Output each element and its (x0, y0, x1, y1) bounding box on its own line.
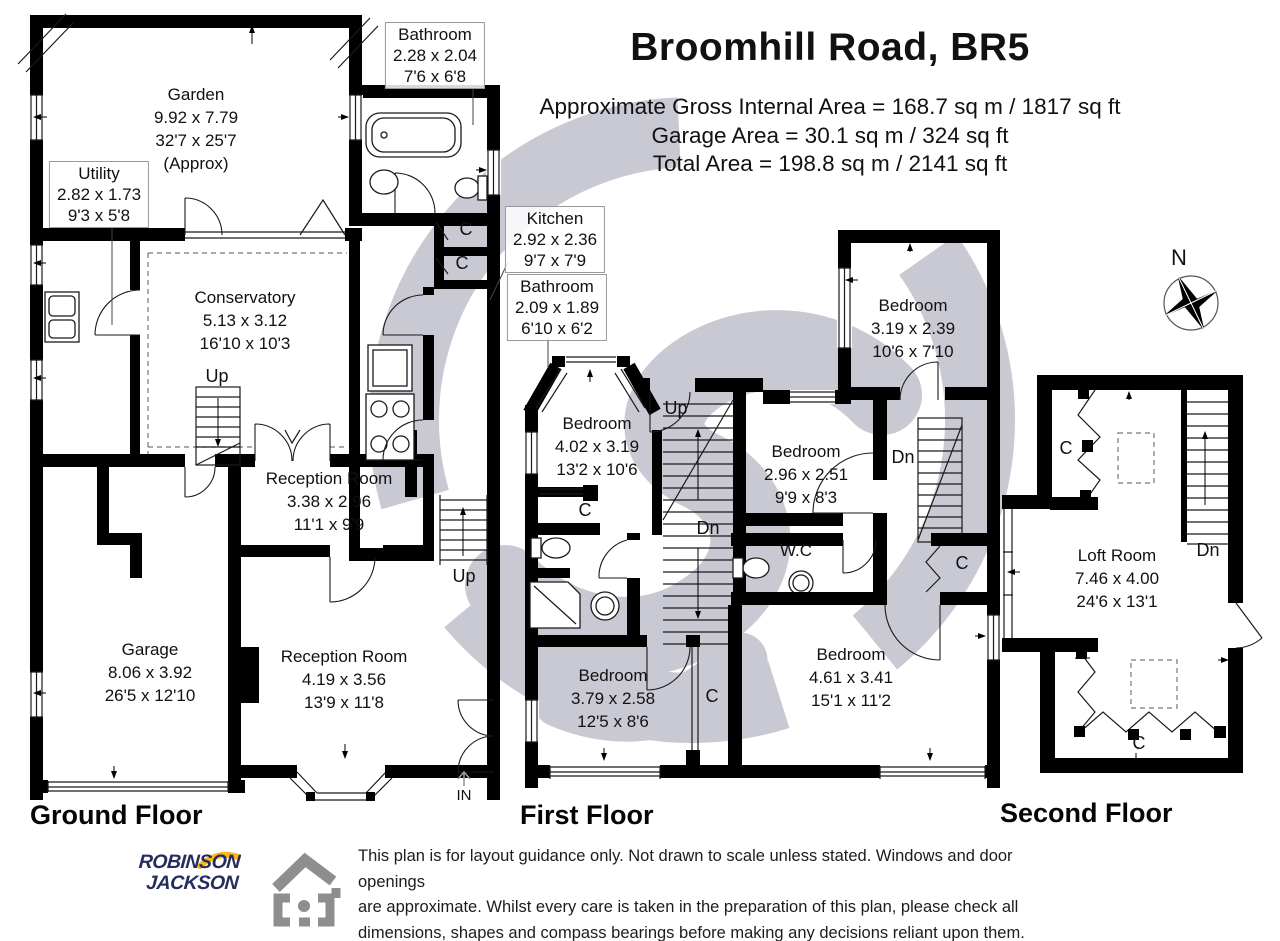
closet-label: C (459, 219, 473, 239)
room-label-kitchen: Kitchen 2.92 x 2.36 9'7 x 7'9 (504, 206, 606, 273)
compass-north-label: N (1171, 245, 1187, 270)
header: Broomhill Road, BR5 Approximate Gross In… (420, 26, 1240, 178)
garage-area-line: Garage Area = 30.1 sq m / 324 sq ft (651, 122, 1009, 148)
logo-swoosh (197, 851, 241, 869)
closet-label: C (705, 686, 719, 706)
closet-label: C (1059, 438, 1073, 458)
room-label-garage: Garage 8.06 x 3.92 26'5 x 12'10 (104, 640, 196, 705)
first-floor-title: First Floor (520, 800, 654, 830)
room-label-loft: Loft Room 7.46 x 4.00 24'6 x 13'1 (1074, 546, 1160, 611)
stairs-down-label: Dn (891, 447, 915, 467)
ground-floor-plan (17, 13, 501, 801)
planpix-house-icon (272, 852, 341, 927)
room-label-utility: Utility 2.82 x 1.73 9'3 x 5'8 (48, 161, 150, 228)
stairs-down-label: Dn (696, 518, 720, 538)
disclaimer-line: This plan is for layout guidance only. N… (358, 847, 1013, 891)
room-label-bedroom-3: Bedroom 3.19 x 2.39 10'6 x 7'10 (870, 296, 956, 361)
closet-label: C (455, 253, 469, 273)
disclaimer-line: dimensions, shapes and compass bearings … (358, 923, 1025, 941)
room-label-reception-2: Reception Room 4.19 x 3.56 13'9 x 11'8 (280, 647, 408, 712)
room-label-bedroom-5: Bedroom 4.61 x 3.41 15'1 x 11'2 (808, 645, 894, 710)
disclaimer-line: are approximate. Whilst every care is ta… (358, 898, 1019, 916)
ground-floor-title: Ground Floor (30, 800, 203, 830)
stairs-up-label: Up (664, 398, 688, 418)
logo-line-1: ROBINSON (138, 851, 241, 873)
central-stairs (662, 399, 734, 645)
page-title: Broomhill Road, BR5 (630, 26, 1030, 69)
closet-label: C (578, 500, 592, 520)
stairs-down-label: Dn (1196, 540, 1220, 560)
first-bay-window (523, 356, 661, 417)
compass-icon (1163, 275, 1219, 331)
room-label-conservatory: Conservatory 5.13 x 3.12 16'10 x 10'3 (194, 288, 296, 353)
logo-line-2: JACKSON (145, 872, 239, 894)
disclaimer: This plan is for layout guidance only. N… (358, 844, 1058, 941)
stairs-up-conservatory-label: Up (205, 366, 229, 386)
first-floor-plan (489, 230, 1001, 788)
closet-label: C (955, 553, 969, 573)
room-label-bathroom-first: Bathroom 2.09 x 1.89 6'10 x 6'2 (506, 274, 608, 341)
room-label-reception-1: Reception Room 3.38 x 2.96 11'1 x 9'9 (265, 469, 393, 534)
gross-area-line: Approximate Gross Internal Area = 168.7 … (539, 94, 1121, 119)
second-floor-plan (1002, 375, 1263, 773)
entrance-in-label: IN (456, 787, 472, 804)
ground-bay-window (283, 765, 399, 801)
room-label-wc: W.C (779, 541, 813, 560)
room-label-bedroom-1: Bedroom 4.02 x 3.19 13'2 x 10'6 (554, 414, 640, 479)
room-label-bedroom-2: Bedroom 2.96 x 2.51 9'9 x 8'3 (763, 442, 849, 507)
stairs-up-hall-label: Up (452, 566, 476, 586)
room-label-bedroom-4: Bedroom 3.79 x 2.58 12'5 x 8'6 (570, 666, 656, 731)
room-label-bathroom-ground: Bathroom 2.28 x 2.04 7'6 x 6'8 (384, 22, 486, 89)
total-area-line: Total Area = 198.8 sq m / 2141 sq ft (652, 151, 1008, 176)
second-floor-title: Second Floor (1000, 798, 1173, 828)
closet-label: C (1132, 733, 1146, 753)
robinson-jackson-logo: ROBINSON JACKSON (137, 851, 241, 894)
ground-windows (29, 94, 501, 793)
room-label-garden: Garden 9.92 x 7.79 32'7 x 25'7 (Approx) (153, 85, 239, 173)
